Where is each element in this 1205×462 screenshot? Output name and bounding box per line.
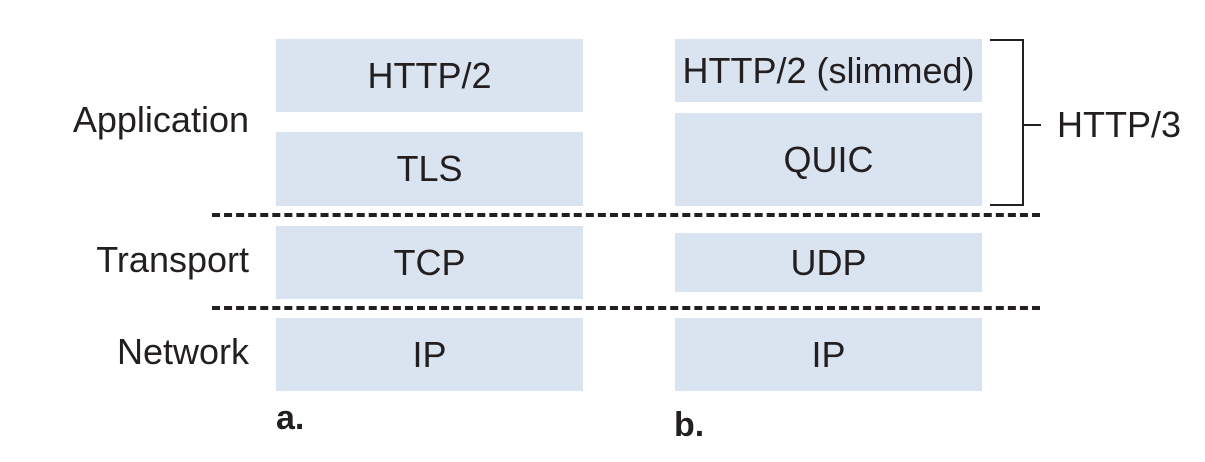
layer-label-application: Application <box>72 99 249 140</box>
stack-b-ip-box: IP <box>675 318 982 391</box>
stack-a-tls-box: TLS <box>276 132 583 206</box>
stack-b-http2-slimmed-box: HTTP/2 (slimmed) <box>675 39 982 102</box>
layer-label-transport: Transport <box>96 239 249 280</box>
stack-b-udp-box: UDP <box>675 233 982 292</box>
http3-bracket-label: HTTP/3 <box>1057 104 1182 145</box>
http3-bracket-tick <box>1024 124 1041 126</box>
stack-b-label: b. <box>674 406 705 444</box>
stack-a-ip-box: IP <box>276 318 583 391</box>
stack-a-label: a. <box>276 399 305 437</box>
layer-label-network: Network <box>116 331 249 372</box>
http3-bracket <box>990 39 1024 206</box>
stack-b-quic-box: QUIC <box>675 113 982 206</box>
transport-network-divider <box>212 306 1040 310</box>
stack-a-tcp-box: TCP <box>276 226 583 299</box>
stack-a-http2-box: HTTP/2 <box>276 39 583 112</box>
application-transport-divider <box>212 213 1040 217</box>
